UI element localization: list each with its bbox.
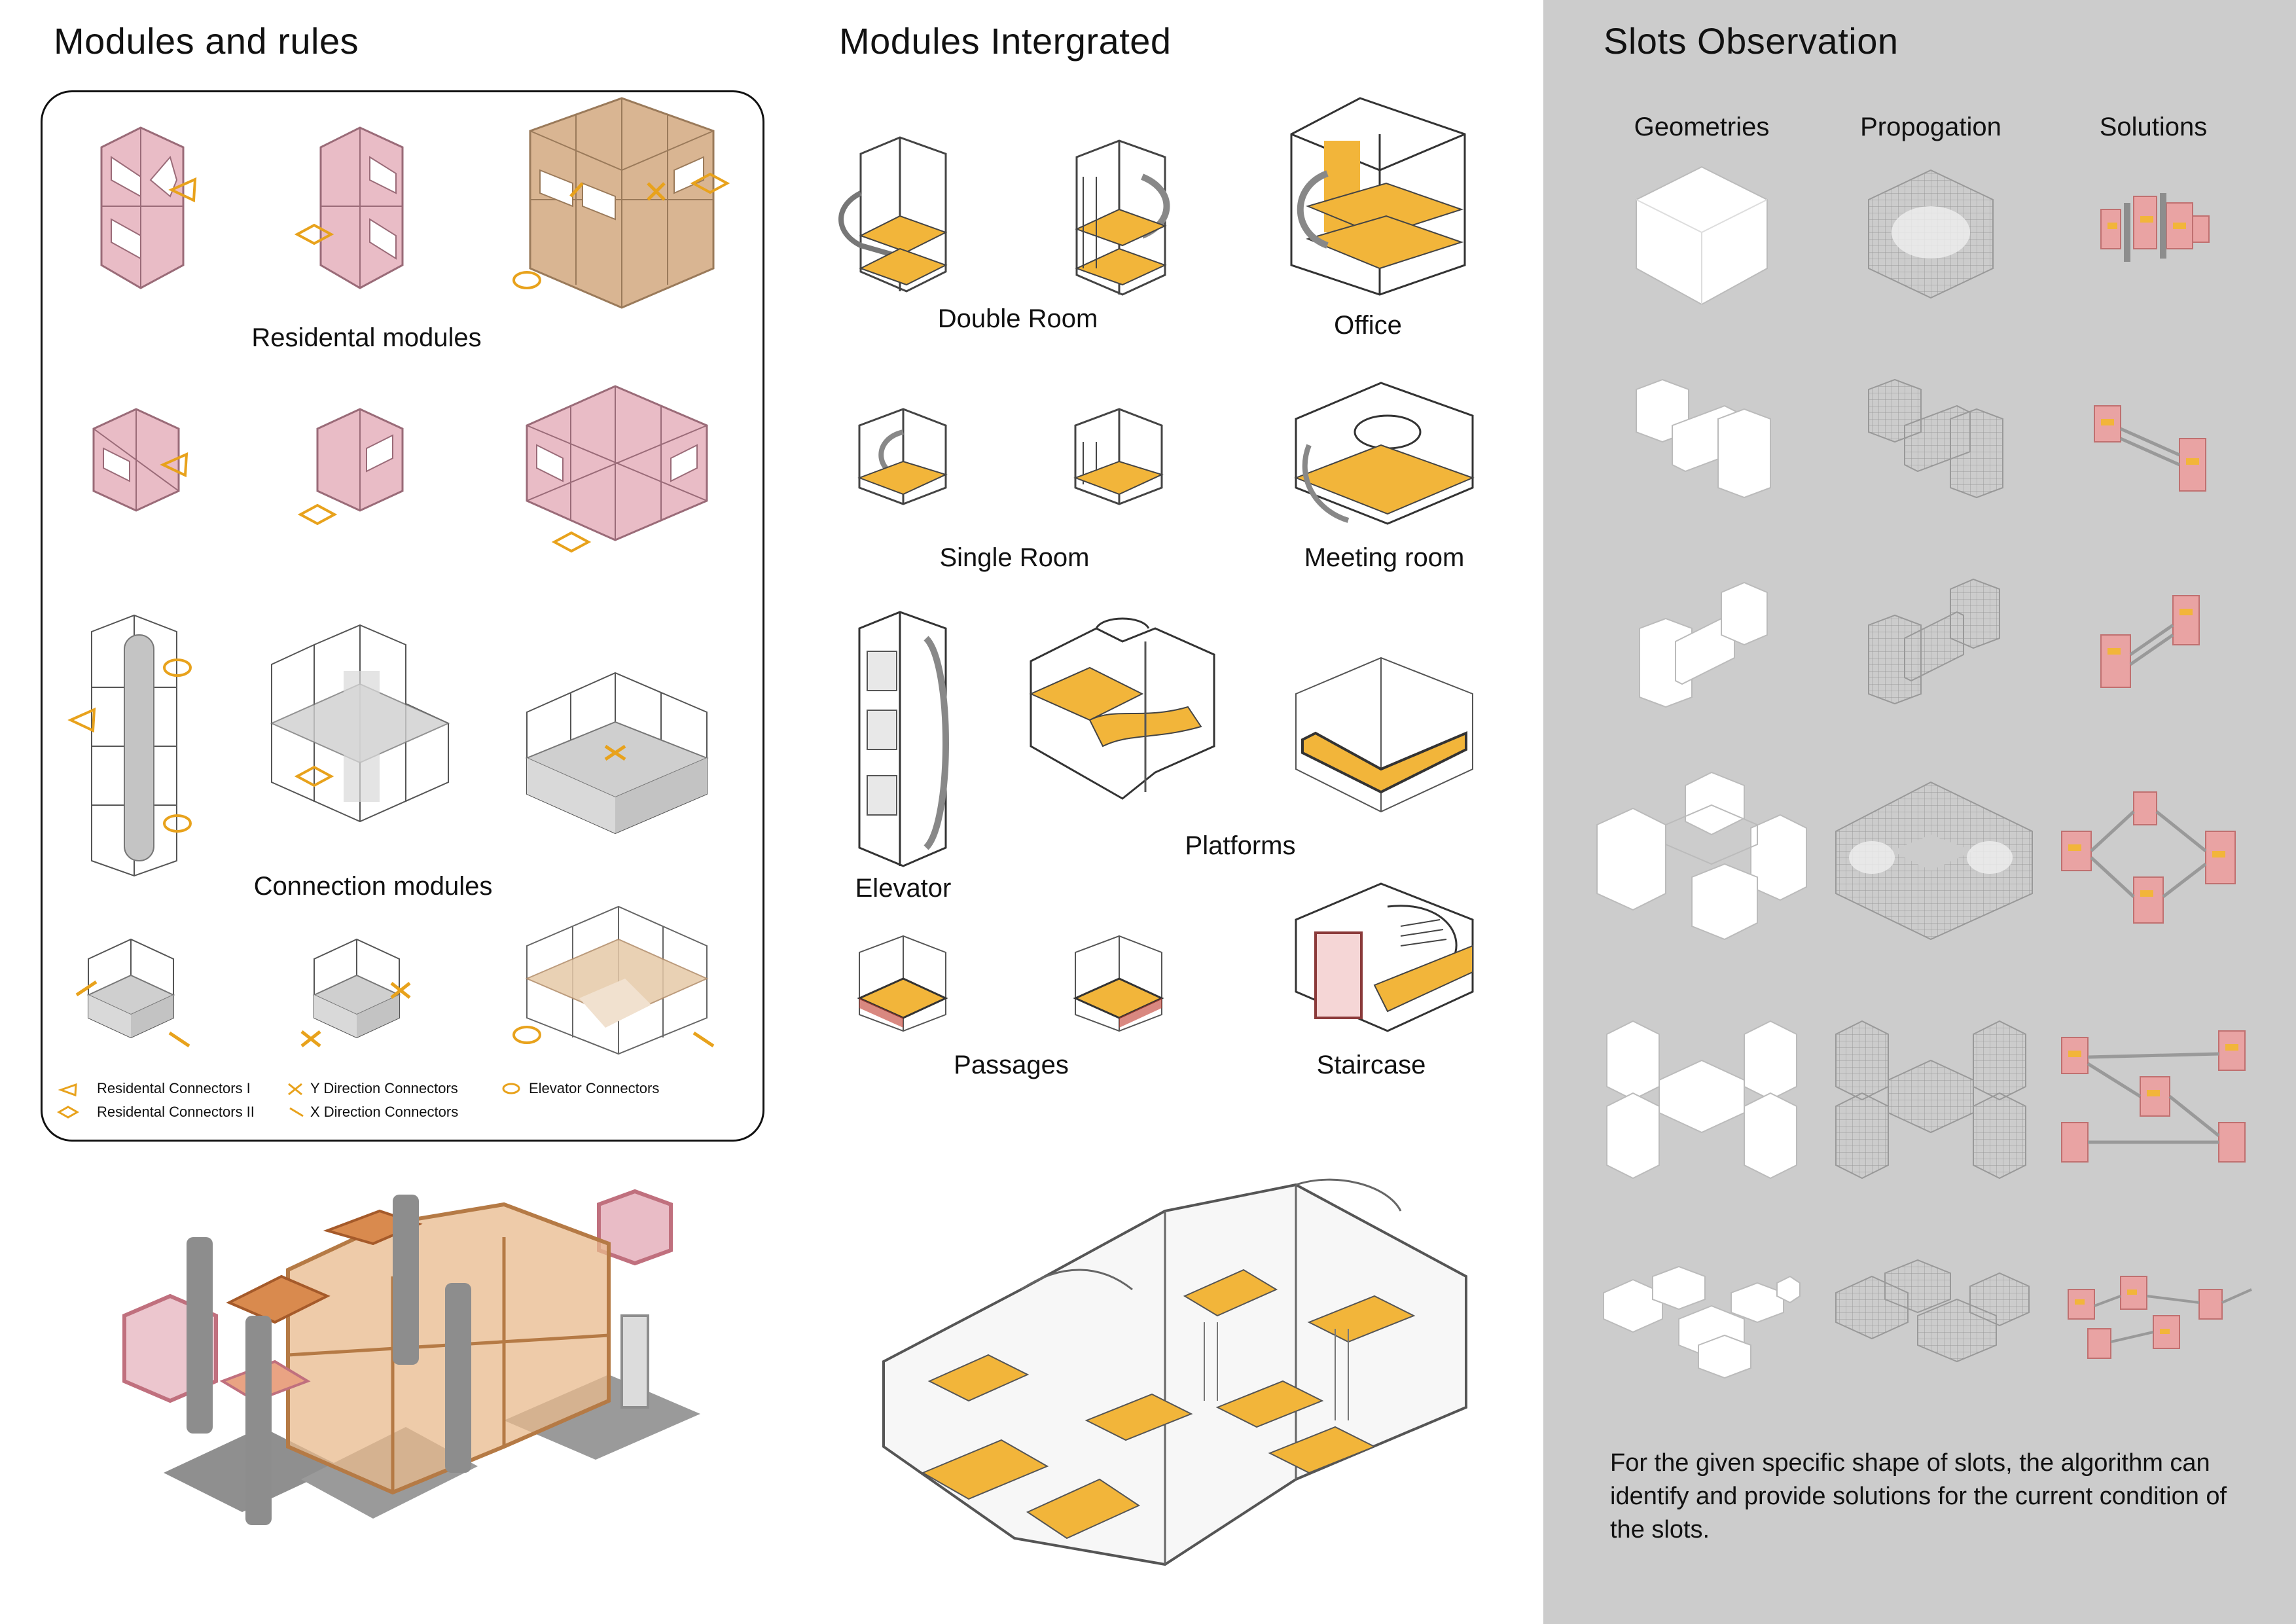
x-direction-connection-module [525,672,709,835]
column-header-solutions: Solutions [2099,113,2208,141]
propagation-grid [1835,781,2033,941]
geometry-s-shape [1639,581,1768,708]
triangle-icon [168,177,197,203]
triangle-icon [67,707,96,733]
residential-module-pink-cluster [526,385,708,541]
geometry-courtyard [1596,771,1807,941]
connection-modules-caption: Connection modules [253,872,493,901]
single-room-module-a [857,408,948,505]
office-caption: Office [1334,311,1402,340]
double-room-caption: Double Room [937,304,1098,333]
residential-module-2x-triangle [100,126,185,289]
y-connector-module-small [312,938,401,1039]
geometry-cube [1636,166,1768,306]
diamond-icon [56,1106,80,1119]
single-room-module-b [1073,408,1164,505]
residential-module-2x-diamond [319,126,404,289]
x-slash-icon [75,980,98,997]
propagation-grid [1835,1020,2026,1180]
elevator-integrated-module [858,611,949,867]
modules-integrated-title: Modules Intergrated [839,20,1172,62]
ellipse-icon [502,1083,520,1094]
residential-modules-caption: Residental modules [251,323,482,352]
meeting-room-caption: Meeting room [1304,543,1465,572]
elevator-module [91,614,177,877]
triangle-icon [58,1083,77,1097]
y-cross-icon [390,982,411,999]
column-header-geometries: Geometries [1634,113,1770,141]
residential-module-single-diamond [316,408,404,512]
legend-label: Elevator Connectors [529,1080,660,1096]
passage-module-b [1073,935,1164,1032]
x-slash-icon [168,1031,190,1048]
modules-assembly-left [122,1189,700,1525]
x-connector-module-small [86,938,175,1039]
legend-label: Residental Connectors II [97,1104,255,1120]
slots-description: For the given specific shape of slots, t… [1610,1449,2227,1543]
triangle-icon [160,452,188,478]
solution-cluster [2100,595,2200,688]
elevator-caption: Elevator [855,874,952,903]
diamond-icon [294,765,334,787]
connection-module-large-tan [525,905,709,1055]
solution-cluster [2100,193,2210,262]
propagation-grid [1868,378,2003,499]
geometry-scattered [1603,1265,1801,1379]
diamond-icon [294,223,334,245]
legend-label: Y Direction Connectors [310,1080,458,1096]
ellipse-icon [163,659,192,677]
diamond-icon [551,531,592,553]
ellipse-icon [163,814,192,833]
propagation-grid [1835,1259,2030,1363]
modules-integrated-assembly [882,1178,1467,1566]
ellipse-icon [512,271,541,289]
solution-cluster [2061,791,2236,924]
diamond-icon [690,172,730,194]
y-cross-icon [288,1083,302,1096]
solution-cluster [2068,1276,2252,1359]
x-slash-icon [289,1107,304,1117]
office-module [1290,97,1466,296]
modules-rules-frame [41,90,764,1142]
geometry-h-shape [1636,378,1771,499]
double-room-module-b [1075,139,1170,296]
y-cross-icon [300,1030,321,1047]
residential-module-large-tan [529,97,715,309]
x-slash-icon [692,1031,715,1048]
column-header-propogation: Propogation [1860,113,2001,141]
single-room-caption: Single Room [939,543,1090,572]
solution-cluster [2061,1030,2246,1163]
staircase-caption: Staircase [1316,1051,1426,1079]
passage-module-a [857,935,948,1032]
double-room-module-a [838,136,948,293]
slots-observation-title: Slots Observation [1604,20,1899,62]
geometry-cross [1606,1020,1797,1180]
passages-caption: Passages [954,1051,1069,1079]
meeting-room-module [1294,382,1475,525]
y-direction-connection-module [270,624,450,823]
propagation-grid [1868,169,1994,299]
platforms-caption: Platforms [1185,831,1296,860]
staircase-module [1295,882,1474,1032]
ellipse-icon [512,1026,541,1044]
propagation-grid [1868,578,2000,705]
platforms-module-a [1029,617,1215,800]
legend-label: Residental Connectors I [97,1080,251,1096]
legend-label: X Direction Connectors [310,1104,459,1120]
modules-rules-title: Modules and rules [54,20,359,62]
diamond-icon [297,503,338,526]
solution-cluster [2094,405,2206,492]
residential-module-single-triangle [92,408,180,512]
platforms-module-b [1295,657,1473,813]
